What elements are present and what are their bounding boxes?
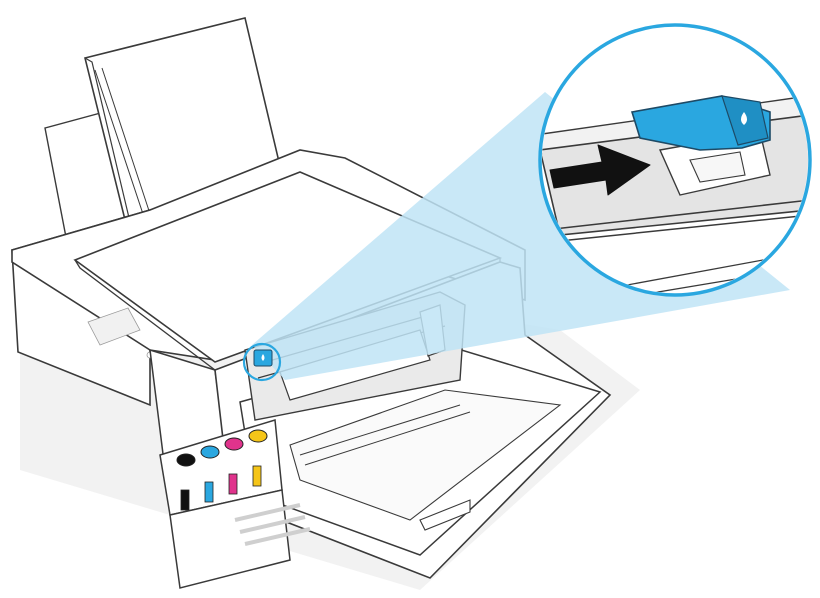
ink-tanks xyxy=(176,429,268,511)
front-label-stripes xyxy=(234,503,311,546)
zoom-circle-ring xyxy=(538,23,812,297)
ink-cap-magenta xyxy=(224,437,244,451)
ink-window-black xyxy=(180,489,190,511)
arrow-right-icon xyxy=(549,144,651,196)
output-tray-slot xyxy=(299,404,471,466)
ink-window-magenta xyxy=(228,473,238,495)
zoom-rail xyxy=(544,199,808,243)
ink-cap-black xyxy=(176,453,196,467)
output-tray-inner xyxy=(289,389,562,521)
callout-cone xyxy=(252,92,790,380)
latch-highlight-ring xyxy=(242,342,282,382)
ink-cap-cyan xyxy=(200,445,220,459)
ink-window-cyan xyxy=(204,481,214,503)
zoom-ink-drop-icon xyxy=(741,112,747,125)
zoom-carriage-cutout xyxy=(689,151,746,183)
control-panel xyxy=(87,307,141,346)
tray-handle xyxy=(419,499,471,531)
ink-cap-yellow xyxy=(248,429,268,443)
zoom-detail xyxy=(542,94,808,293)
paper-guide xyxy=(94,67,157,236)
ink-window-yellow xyxy=(252,465,262,487)
ink-drop-icon xyxy=(261,354,265,361)
